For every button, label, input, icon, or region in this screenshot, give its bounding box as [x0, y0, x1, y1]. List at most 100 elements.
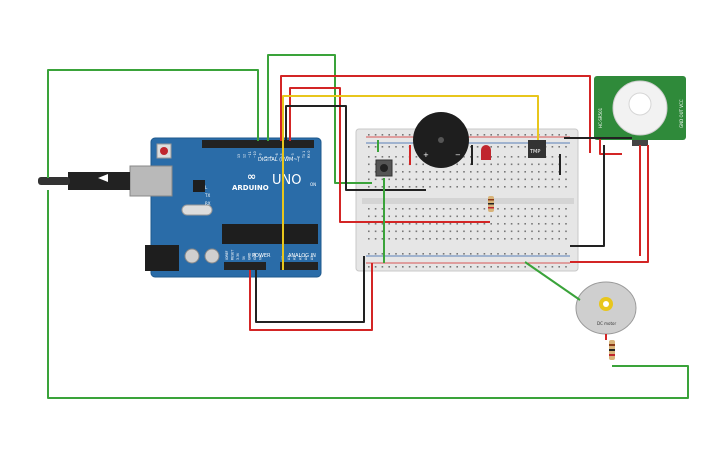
breadboard-hole — [524, 230, 526, 233]
breadboard-hole — [402, 178, 404, 181]
breadboard-hole — [368, 253, 370, 255]
breadboard-hole — [422, 163, 424, 166]
breadboard-hole — [402, 134, 404, 136]
breadboard-hole — [476, 215, 479, 218]
breadboard-hole — [429, 266, 431, 268]
breadboard-hole — [497, 134, 499, 136]
breadboard-hole — [558, 215, 560, 218]
breadboard-hole — [381, 178, 384, 181]
breadboard-hole — [551, 230, 554, 233]
breadboard-hole — [558, 134, 560, 136]
red-led — [481, 145, 491, 160]
breadboard-hole — [456, 178, 458, 181]
breadboard-hole — [544, 186, 547, 188]
breadboard-hole — [565, 146, 567, 148]
breadboard-hole — [544, 171, 547, 173]
breadboard-hole — [374, 215, 377, 218]
breadboard-hole — [551, 171, 554, 173]
push-button[interactable] — [375, 159, 393, 177]
breadboard-hole — [517, 178, 520, 181]
breadboard-hole — [483, 215, 486, 218]
breadboard-hole — [497, 163, 499, 166]
breadboard-hole — [538, 253, 540, 255]
dc-motor: DC motor — [575, 281, 637, 335]
breadboard-hole — [490, 230, 492, 233]
breadboard-hole — [374, 186, 377, 188]
breadboard-hole — [470, 186, 472, 188]
breadboard-hole — [490, 266, 492, 268]
breadboard-hole — [456, 223, 458, 225]
breadboard-hole — [510, 266, 513, 268]
breadboard-hole — [504, 223, 506, 225]
breadboard-hole — [402, 146, 404, 148]
breadboard-hole — [402, 156, 404, 158]
breadboard-hole — [374, 178, 377, 181]
tmp-sensor-label: TMP — [529, 149, 540, 155]
breadboard-hole — [565, 208, 567, 210]
breadboard-hole — [463, 230, 465, 233]
l-led-label: L — [205, 185, 208, 190]
breadboard-hole — [497, 223, 499, 225]
pin-label: Vin — [259, 255, 263, 260]
breadboard-hole — [374, 253, 377, 255]
breadboard-hole — [551, 215, 554, 218]
breadboard-hole — [517, 163, 520, 166]
breadboard-hole — [504, 253, 506, 255]
breadboard-hole — [463, 171, 465, 173]
digital-header-label: DIGITAL (PWM~) — [258, 157, 300, 163]
breadboard-hole — [368, 134, 370, 136]
breadboard-hole — [510, 163, 513, 166]
breadboard-hole — [524, 156, 526, 158]
breadboard-hole — [395, 178, 397, 181]
breadboard-hole — [402, 253, 404, 255]
breadboard-hole — [558, 253, 560, 255]
breadboard-hole — [388, 146, 390, 148]
breadboard-hole — [510, 171, 513, 173]
breadboard-hole — [422, 186, 424, 188]
breadboard-hole — [565, 230, 567, 233]
breadboard-hole — [524, 146, 526, 148]
breadboard-hole — [558, 238, 560, 240]
breadboard-hole — [470, 156, 472, 158]
breadboard-hole — [429, 186, 431, 188]
breadboard-hole — [395, 156, 397, 158]
breadboard-hole — [368, 238, 370, 240]
breadboard-hole — [544, 253, 547, 255]
breadboard-hole — [544, 208, 547, 210]
breadboard-hole — [442, 215, 445, 218]
breadboard-hole — [490, 156, 492, 158]
breadboard-hole — [422, 178, 424, 181]
breadboard-hole — [415, 230, 418, 233]
breadboard-hole — [558, 146, 560, 148]
breadboard-hole — [565, 223, 567, 225]
breadboard-hole — [388, 178, 390, 181]
pin-label: A4 — [304, 256, 308, 260]
pin-label: GND — [247, 252, 251, 260]
reset-button[interactable] — [160, 147, 168, 155]
breadboard-hole — [388, 186, 390, 188]
breadboard-hole — [422, 223, 424, 225]
svg-text:−: − — [455, 151, 461, 159]
breadboard-hole — [524, 134, 526, 136]
breadboard-hole — [456, 171, 458, 173]
breadboard-hole — [497, 253, 499, 255]
breadboard-hole — [368, 208, 370, 210]
breadboard-hole — [483, 230, 486, 233]
breadboard-hole — [524, 208, 526, 210]
breadboard-hole — [456, 238, 458, 240]
breadboard-hole — [374, 266, 377, 268]
breadboard-hole — [395, 230, 397, 233]
breadboard-hole — [551, 146, 554, 148]
breadboard-hole — [429, 230, 431, 233]
breadboard-hole — [408, 223, 411, 225]
breadboard-hole — [565, 238, 567, 240]
breadboard-hole — [408, 178, 411, 181]
breadboard-hole — [558, 223, 560, 225]
breadboard-hole — [490, 253, 492, 255]
breadboard-hole — [510, 238, 513, 240]
breadboard-hole — [381, 253, 384, 255]
breadboard-hole — [368, 163, 370, 166]
breadboard-hole — [517, 186, 520, 188]
breadboard-hole — [490, 186, 492, 188]
breadboard-hole — [415, 238, 418, 240]
